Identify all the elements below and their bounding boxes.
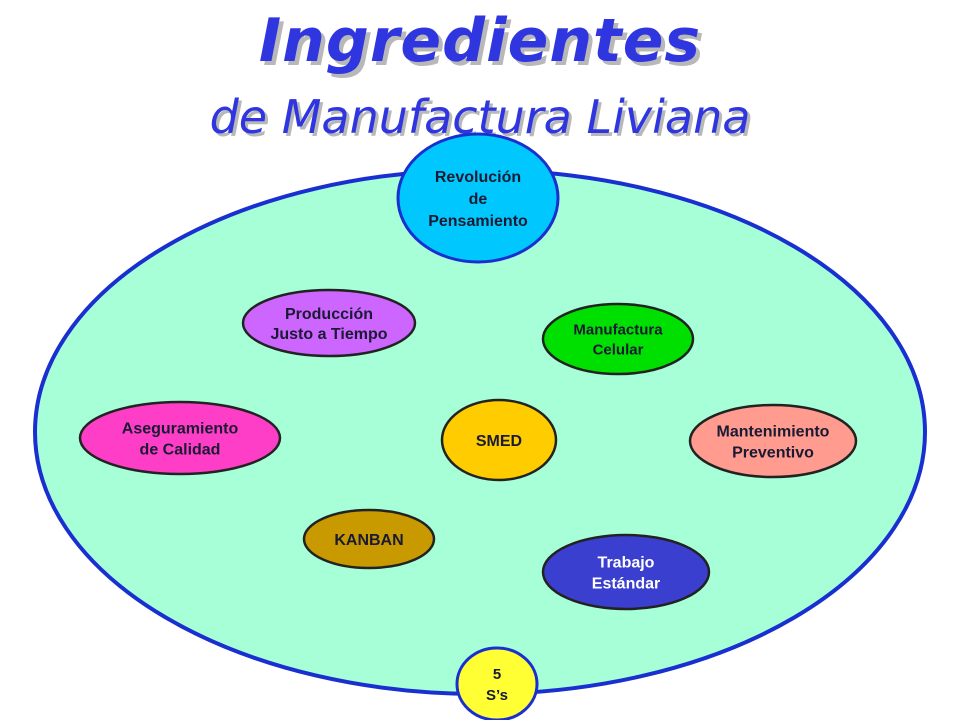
node-label-trabajo: Trabajo bbox=[598, 554, 655, 571]
main-title: Ingredientes bbox=[258, 6, 702, 76]
node-ellipse-revolucion bbox=[396, 132, 560, 264]
node-ellipse-smed bbox=[440, 398, 558, 482]
node-smed: SMED bbox=[440, 398, 558, 482]
node-ellipse-ss bbox=[455, 646, 539, 720]
node-label-produccion: Producción bbox=[285, 306, 373, 323]
node-label-ss: 5 bbox=[493, 666, 501, 683]
node-label-aseguramiento: de Calidad bbox=[140, 441, 221, 458]
node-ellipse-kanban bbox=[302, 508, 436, 570]
node-label-revolucion: Pensamiento bbox=[428, 213, 528, 230]
node-ellipse-aseguramiento bbox=[78, 400, 282, 476]
node-kanban: KANBAN bbox=[302, 508, 436, 570]
node-ellipse-mantenimiento bbox=[688, 403, 858, 479]
node-ellipse-produccion bbox=[241, 288, 417, 358]
node-ellipse-manufactura bbox=[541, 302, 695, 376]
node-label-trabajo: Estándar bbox=[592, 575, 660, 592]
node-label-mantenimiento: Mantenimiento bbox=[717, 423, 830, 440]
node-label-produccion: Justo a Tiempo bbox=[270, 326, 387, 343]
node-label-manufactura: Manufactura bbox=[573, 321, 663, 338]
node-ss: 5S’s bbox=[455, 646, 539, 720]
node-aseguramiento: Aseguramiento de Calidad bbox=[78, 400, 282, 476]
node-label-ss: S’s bbox=[486, 687, 508, 704]
node-label-manufactura: Celular bbox=[593, 341, 644, 358]
node-label-aseguramiento: Aseguramiento bbox=[122, 420, 239, 437]
node-label-mantenimiento: Preventivo bbox=[732, 444, 814, 461]
node-label-revolucion: Revolución bbox=[435, 169, 521, 186]
node-ellipse-trabajo bbox=[541, 533, 711, 611]
node-label-smed: SMED bbox=[476, 433, 522, 450]
node-label-revolucion: de bbox=[469, 191, 488, 208]
node-label-kanban: KANBAN bbox=[334, 532, 403, 549]
